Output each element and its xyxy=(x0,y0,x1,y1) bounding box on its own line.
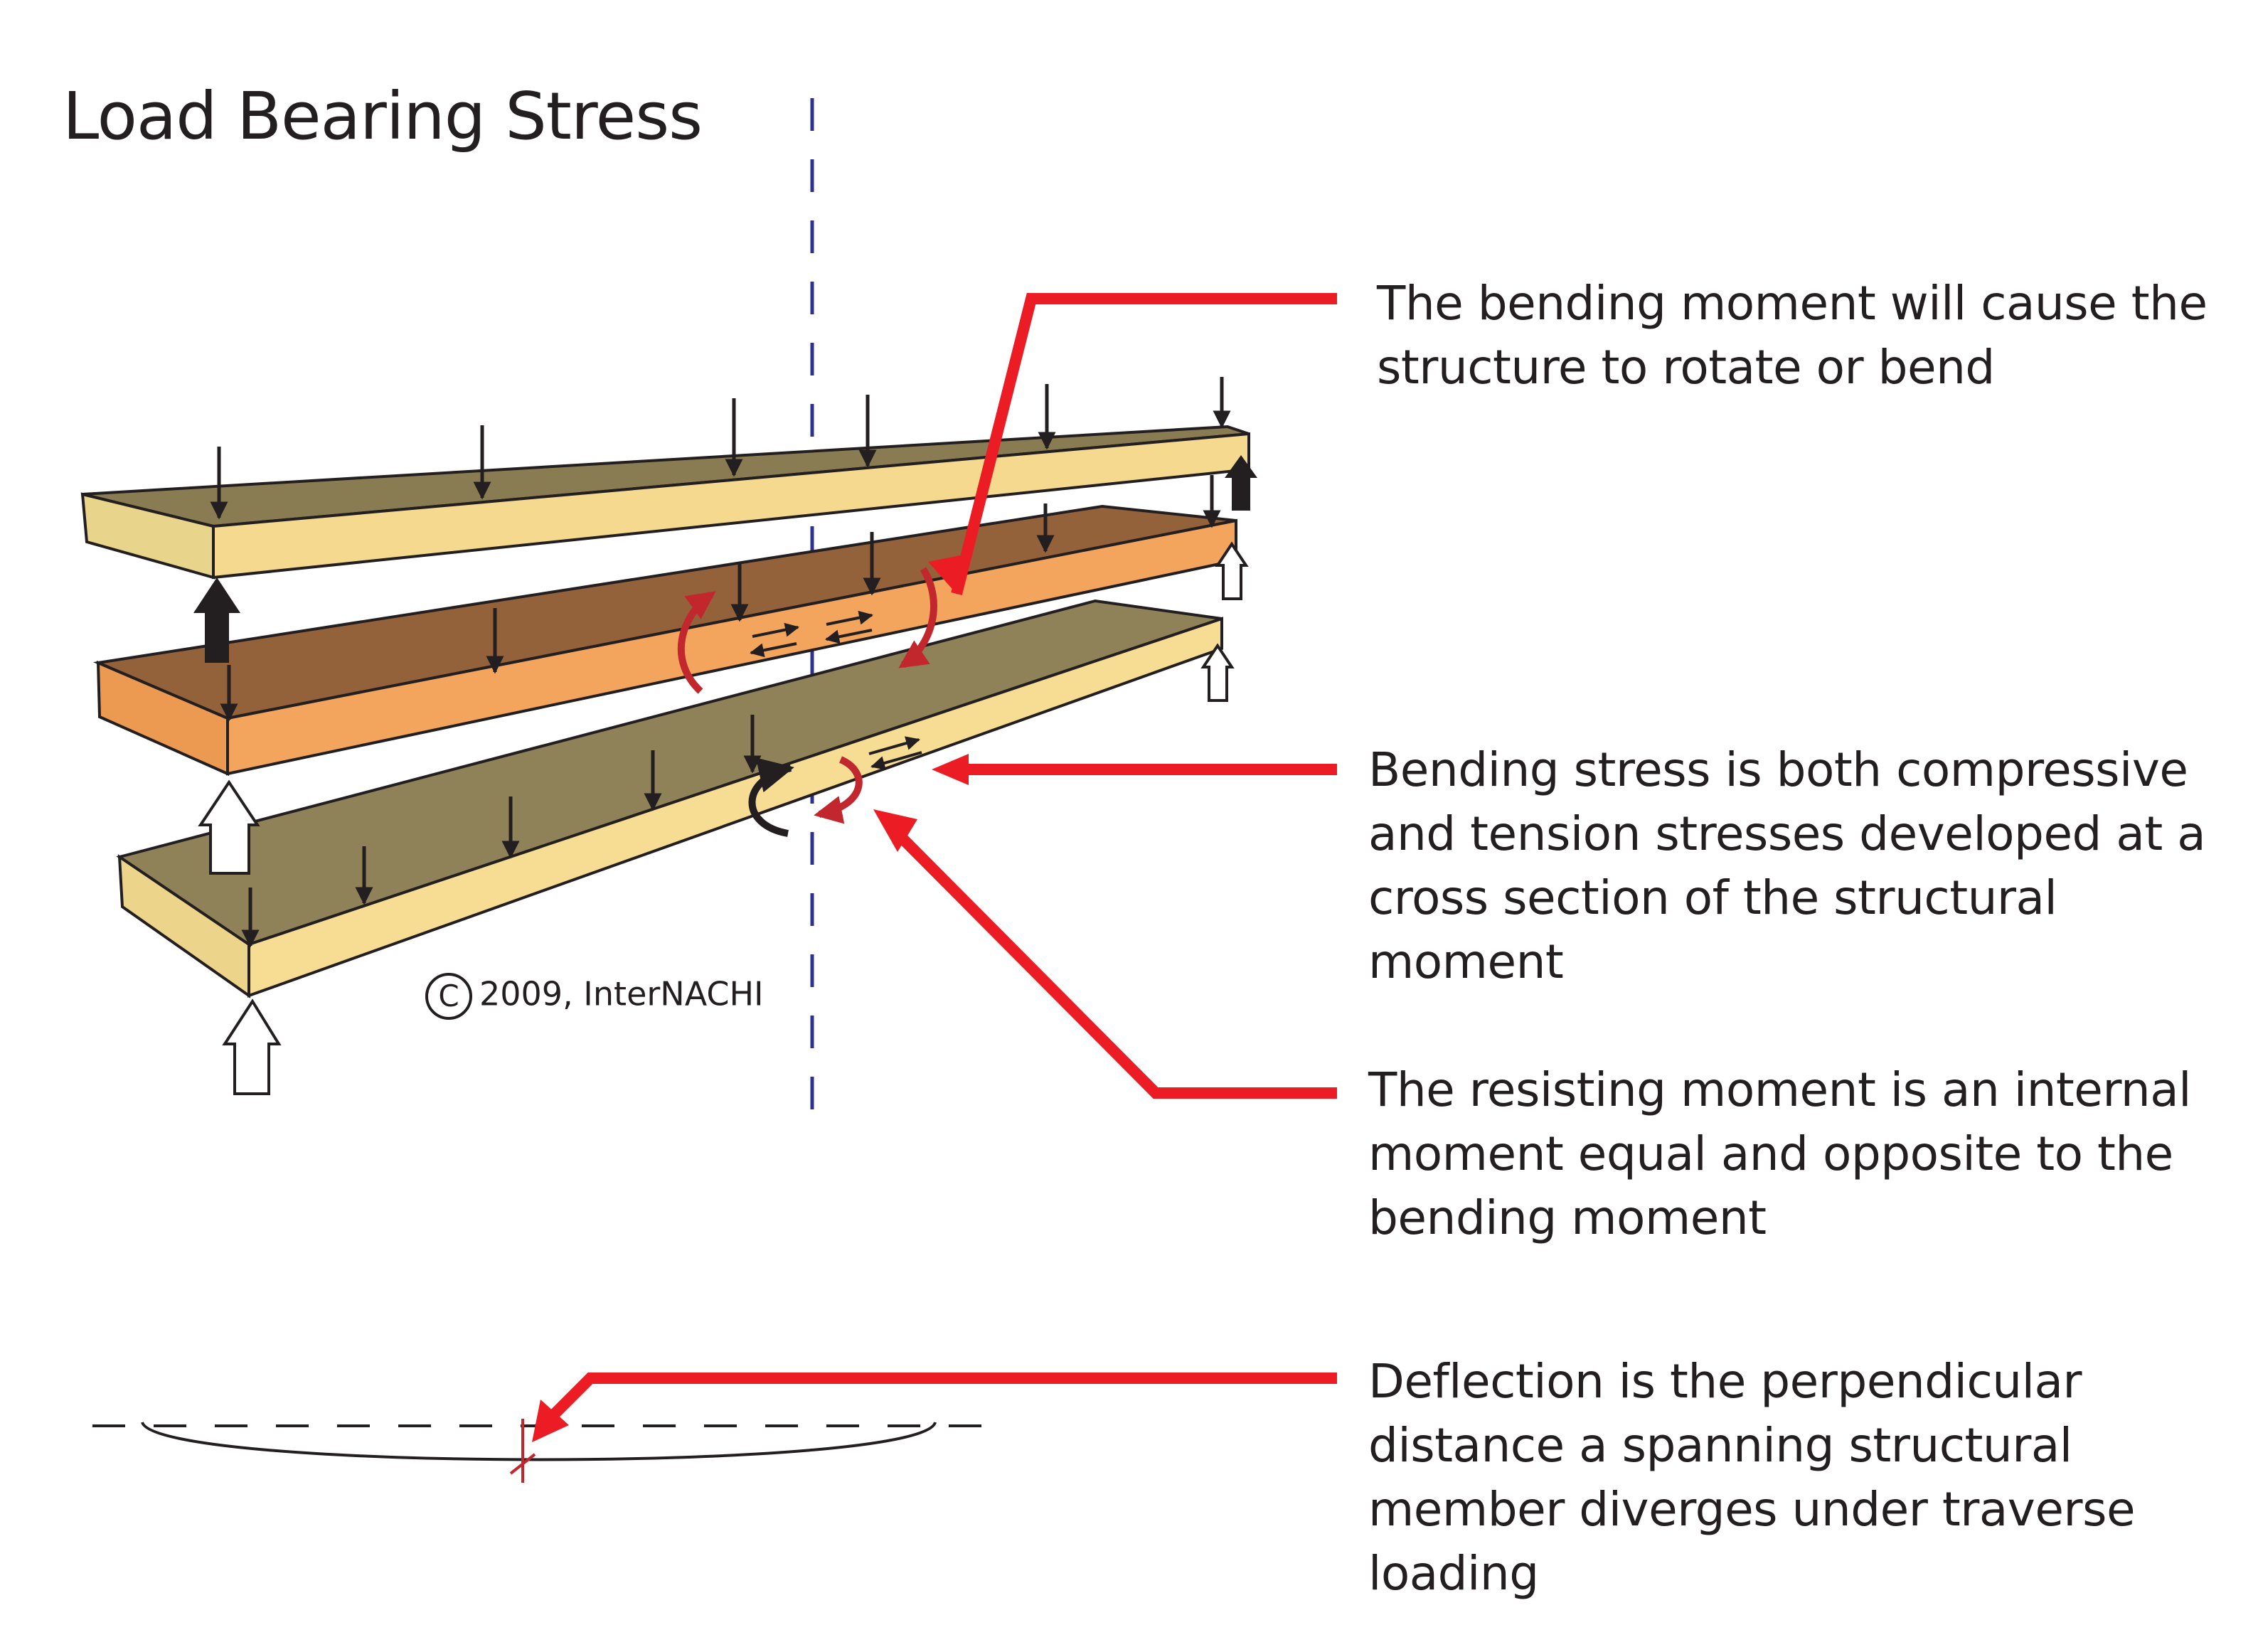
callout-bending-stress: Bending stress is both compressive and t… xyxy=(1368,742,2206,989)
load-arrow-icon xyxy=(210,377,1231,948)
callout-resisting-moment: The resisting moment is an internal mome… xyxy=(1368,1062,2192,1245)
copyright-text: 2009, InterNACHI xyxy=(479,974,764,1013)
bottom-beam xyxy=(116,599,1223,998)
moment-arc-icon xyxy=(748,757,794,837)
moment-arc-icon xyxy=(677,567,937,824)
reaction-arrow-icon xyxy=(193,455,1257,663)
callout-leader xyxy=(542,293,1337,1427)
reaction-arrow-icon xyxy=(198,541,1249,1095)
shear-arrow-icon xyxy=(750,610,922,770)
callout-bending-moment: The bending moment will cause the struct… xyxy=(1377,276,2208,395)
copyright-icon: C xyxy=(425,973,472,1020)
callout-arrowhead xyxy=(532,553,971,1442)
page-title: Load Bearing Stress xyxy=(63,78,703,154)
callout-deflection: Deflection is the perpendicular distance… xyxy=(1368,1354,2136,1601)
